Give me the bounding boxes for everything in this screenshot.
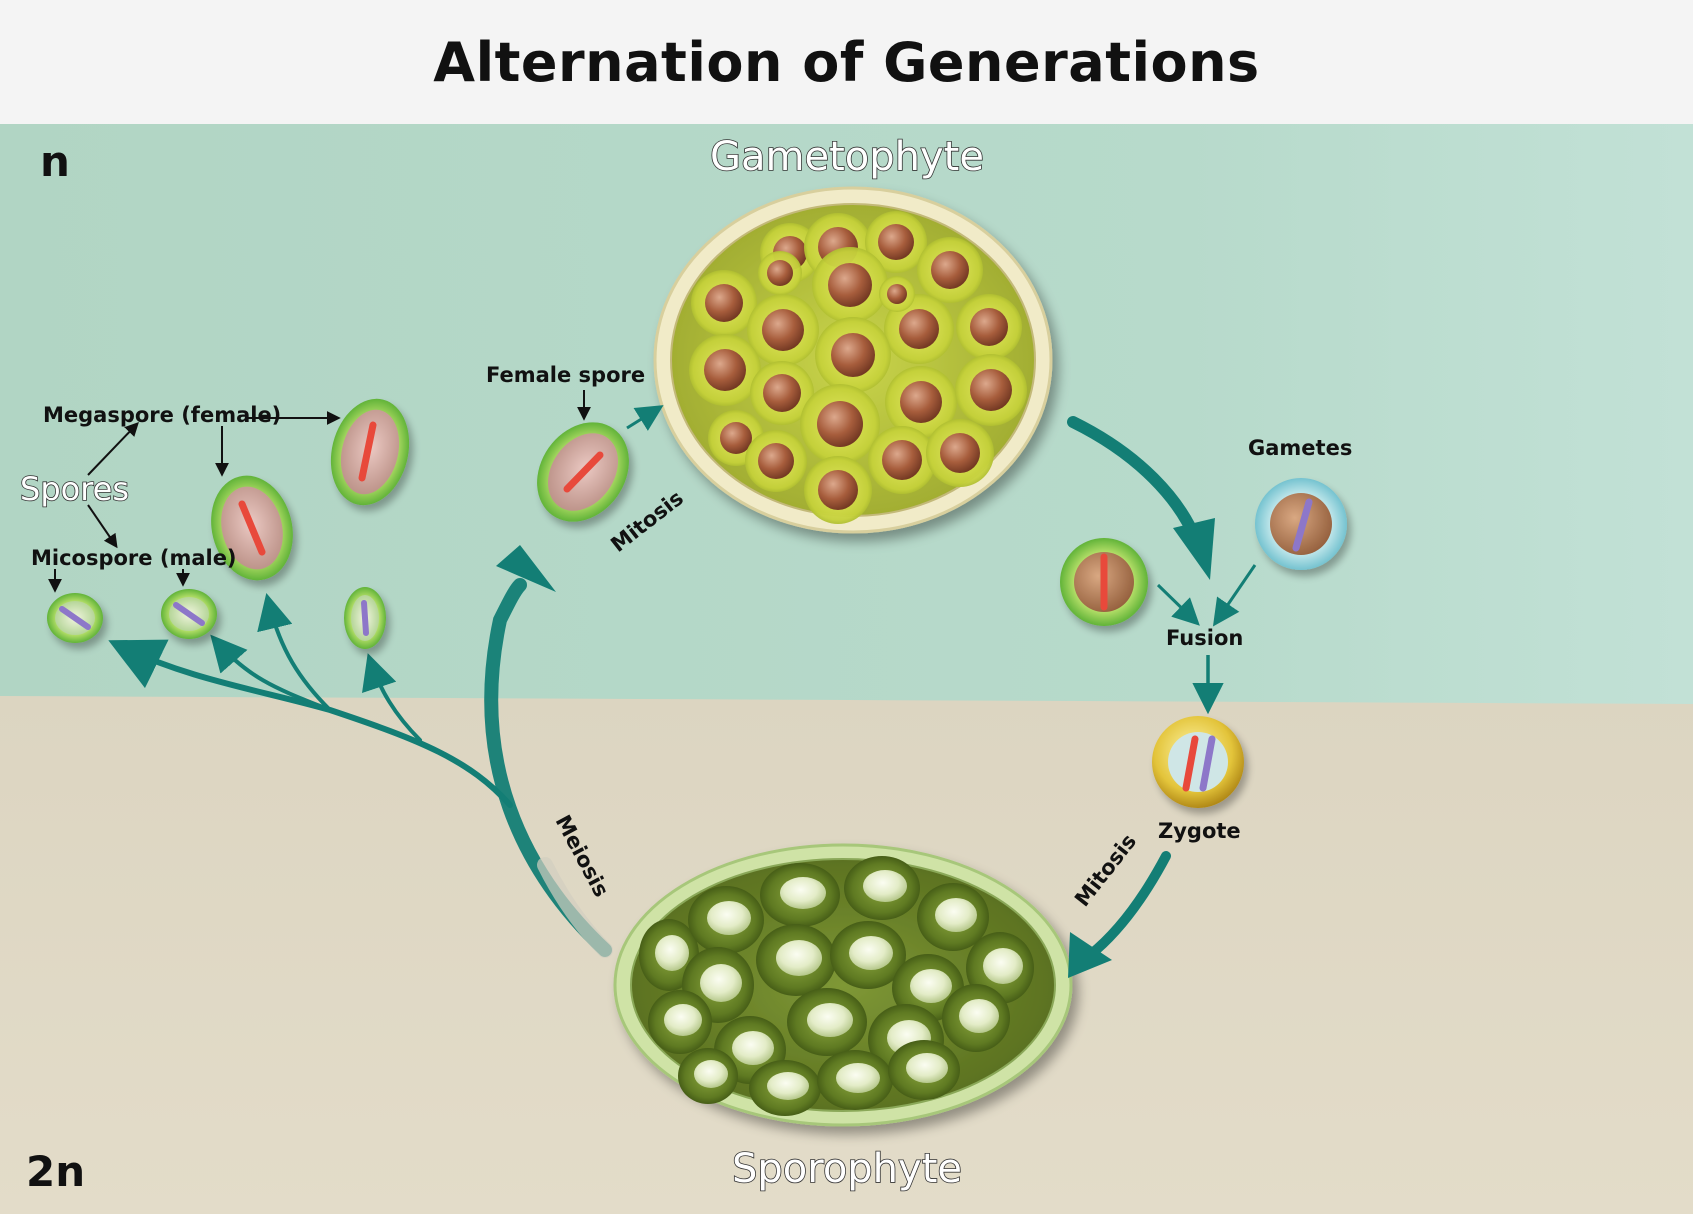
sporophyte-cell bbox=[942, 984, 1010, 1052]
label-pointers bbox=[48, 390, 591, 593]
gametophyte-cell bbox=[747, 294, 819, 366]
gametophyte-cell bbox=[800, 384, 880, 464]
gametophyte-cell bbox=[879, 276, 915, 312]
sporophyte-label: Sporophyte bbox=[732, 1146, 962, 1192]
diploid-label: 2n bbox=[26, 1147, 85, 1196]
haploid-label: n bbox=[40, 137, 70, 186]
sporophyte-cell bbox=[817, 1050, 893, 1110]
megaspore-label: Megaspore (female) bbox=[43, 403, 281, 427]
gametophyte-cell bbox=[884, 294, 954, 364]
gametes-label: Gametes bbox=[1248, 436, 1352, 460]
sporophyte-cell bbox=[888, 1040, 960, 1100]
gametophyte-cell bbox=[691, 270, 757, 336]
gametophyte-cell bbox=[758, 251, 802, 295]
sporophyte-cell bbox=[749, 1060, 821, 1116]
sporophyte-cell bbox=[844, 856, 920, 920]
gametophyte-cell bbox=[885, 366, 957, 438]
gametophyte-cell bbox=[926, 419, 994, 487]
gametophyte-cell bbox=[804, 456, 872, 524]
diagram-title: Alternation of Generations bbox=[433, 30, 1260, 94]
meiosis-arrowhead bbox=[496, 545, 556, 592]
megaspore-1 bbox=[211, 475, 293, 581]
gametophyte-cell bbox=[815, 317, 891, 393]
zygote-label: Zygote bbox=[1158, 819, 1241, 843]
gametophyte-cell bbox=[956, 294, 1022, 360]
sporophyte-cell bbox=[756, 924, 836, 996]
fusion-label: Fusion bbox=[1166, 626, 1243, 650]
sporophyte-cell bbox=[917, 883, 989, 951]
gametophyte-cell bbox=[955, 354, 1027, 426]
gametophyte-cell bbox=[689, 334, 761, 406]
sporophyte-cells bbox=[639, 856, 1034, 1116]
spore-branch-arrows bbox=[108, 592, 513, 808]
gametophyte-cell bbox=[917, 237, 983, 303]
spores-label: Spores bbox=[20, 470, 129, 508]
gametophyte-label: Gametophyte bbox=[710, 134, 984, 180]
sporophyte-cell bbox=[678, 1048, 738, 1104]
female-gamete bbox=[1060, 538, 1148, 626]
female-spore bbox=[537, 422, 629, 522]
gamete-male-to-fusion-arrow bbox=[1212, 564, 1257, 627]
gametophyte-cell bbox=[865, 211, 927, 273]
sporophyte-cell bbox=[760, 863, 840, 927]
sporophyte-cell bbox=[688, 886, 764, 954]
gamete-female-to-fusion-arrow bbox=[1156, 583, 1200, 626]
microspore-1 bbox=[47, 593, 103, 643]
gametophyte-cell bbox=[745, 430, 807, 492]
male-gamete bbox=[1255, 478, 1347, 570]
zygote bbox=[1152, 716, 1244, 808]
zygote-to-sporophyte-arrow bbox=[1085, 851, 1171, 960]
microspore-2 bbox=[161, 589, 217, 639]
megaspore-2 bbox=[330, 398, 410, 506]
sporophyte-cell bbox=[830, 921, 906, 989]
gametophyte-cell bbox=[868, 426, 936, 494]
title-bar: Alternation of Generations bbox=[0, 0, 1693, 124]
microspore-3 bbox=[344, 587, 386, 649]
sporophyte-cell bbox=[787, 988, 867, 1056]
female-spore-label: Female spore bbox=[486, 363, 645, 387]
gametophyte-cells bbox=[689, 211, 1027, 524]
sporophyte-cell bbox=[648, 990, 712, 1054]
gametophyte-cell bbox=[812, 247, 888, 323]
female-spore-arrow bbox=[626, 405, 664, 431]
gametophyte-cell bbox=[750, 361, 814, 425]
microspore-label: Micospore (male) bbox=[31, 546, 237, 570]
